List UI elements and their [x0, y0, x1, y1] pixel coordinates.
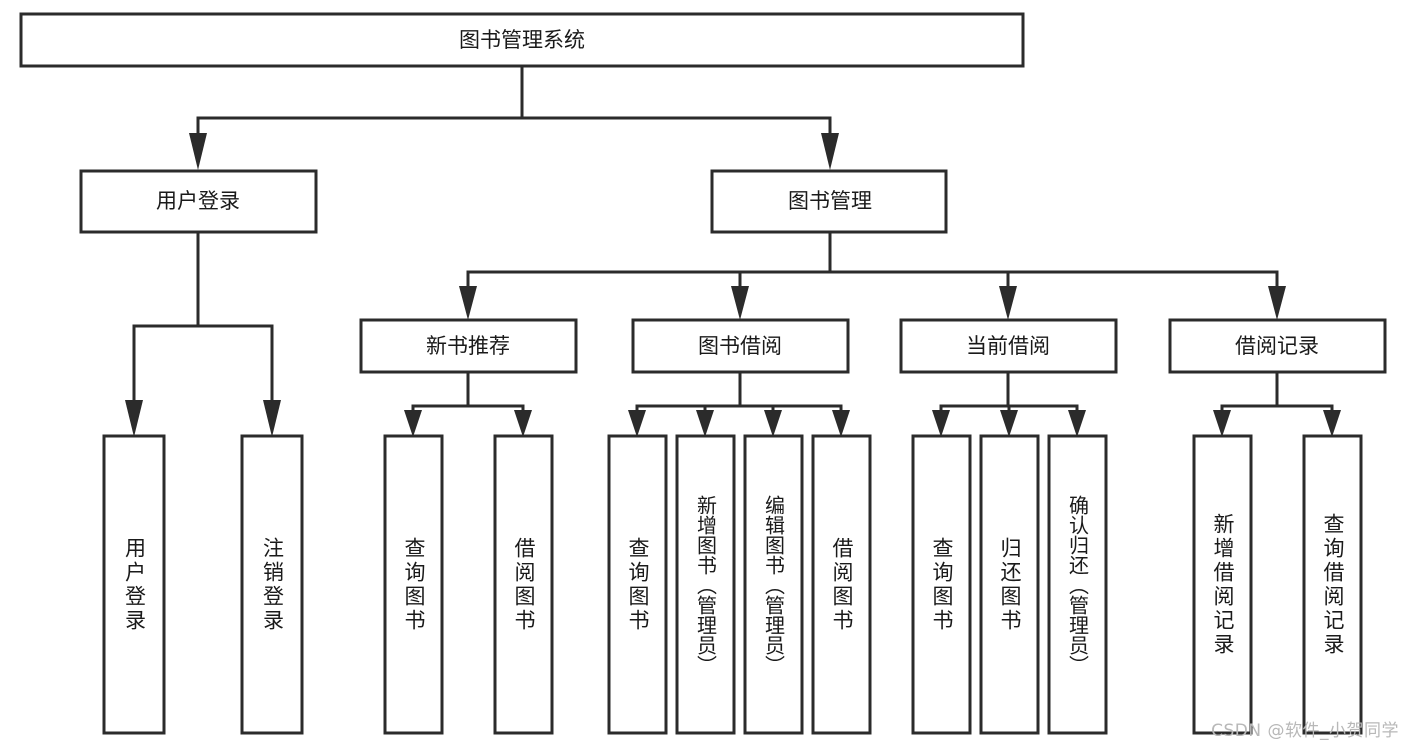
arrow-head-to-borrow-record [1268, 286, 1286, 320]
node-user-login[interactable] [79, 169, 318, 234]
node-borrow-record-label: 借阅记录 [1235, 334, 1319, 358]
node-root-book-management-system[interactable] [19, 12, 1025, 68]
arrow-head-nbr-leaf-2 [514, 410, 532, 437]
node-leaf-nbr-2[interactable] [493, 434, 554, 735]
node-leaf-bb-3[interactable] [743, 434, 804, 735]
node-leaf-cb-2[interactable] [979, 434, 1040, 735]
node-leaf-nbr-1[interactable] [383, 434, 444, 735]
arrow-head-bb-leaf-4 [832, 410, 850, 437]
node-borrow-record[interactable] [1168, 318, 1387, 374]
node-book-management-label: 图书管理 [788, 189, 872, 213]
arrow-head-br-leaf-2 [1323, 410, 1341, 437]
arrow-head-to-book-management [821, 133, 839, 170]
node-current-borrow-label: 当前借阅 [966, 334, 1050, 358]
node-current-borrow[interactable] [899, 318, 1118, 374]
arrow-head-cb-leaf-3 [1068, 410, 1086, 437]
node-leaf-bb-1[interactable] [607, 434, 668, 735]
arrow-head-cb-leaf-1 [932, 410, 950, 437]
node-leaf-bb-2[interactable] [675, 434, 736, 735]
arrow-head-nbr-leaf-1 [404, 410, 422, 437]
node-leaf-user-login-1[interactable] [102, 434, 166, 735]
arrow-head-to-user-login [189, 133, 207, 170]
node-leaf-br-1[interactable] [1192, 434, 1253, 735]
arrow-head-user-login-leaf-1 [125, 400, 143, 437]
node-root-label: 图书管理系统 [459, 28, 585, 52]
node-new-book-recommend[interactable] [359, 318, 578, 374]
arrow-head-to-book-borrow [731, 286, 749, 320]
node-user-login-label: 用户登录 [156, 189, 240, 213]
node-book-borrow-label: 图书借阅 [698, 334, 782, 358]
arrow-head-user-login-leaf-2 [263, 400, 281, 437]
node-leaf-user-login-2[interactable] [240, 434, 304, 735]
arrow-head-to-new-book-recommend [459, 286, 477, 320]
node-leaf-cb-1[interactable] [911, 434, 972, 735]
arrow-head-br-leaf-1 [1213, 410, 1231, 437]
arrow-head-bb-leaf-2 [696, 410, 714, 437]
node-leaf-br-2[interactable] [1302, 434, 1363, 735]
node-leaf-cb-3[interactable] [1047, 434, 1108, 735]
csdn-watermark: CSDN @软件_小贺同学 [1211, 721, 1399, 741]
arrow-head-bb-leaf-3 [764, 410, 782, 437]
node-new-book-recommend-label: 新书推荐 [426, 334, 510, 358]
node-leaf-bb-4[interactable] [811, 434, 872, 735]
arrow-head-bb-leaf-1 [628, 410, 646, 437]
node-book-management[interactable] [710, 169, 948, 234]
arrow-head-to-current-borrow [999, 286, 1017, 320]
node-book-borrow[interactable] [631, 318, 850, 374]
arrow-head-cb-leaf-2 [1000, 410, 1018, 437]
